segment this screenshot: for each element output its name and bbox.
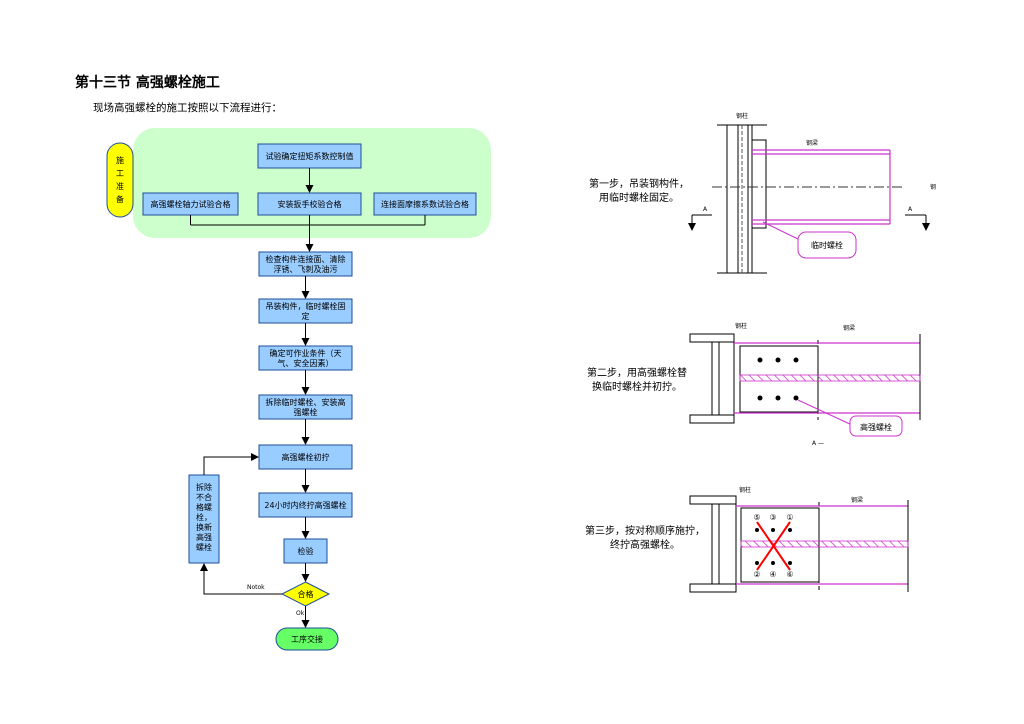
decision-text: 合格 [298, 589, 314, 599]
page-title: 第十三节 高强螺栓施工 [75, 75, 220, 91]
rework-l6: 高强 [196, 532, 212, 542]
box-friction-test-text: 连接面摩擦系数试验合格 [381, 199, 469, 209]
box-final-tighten [258, 492, 353, 518]
step3-drawing: 第三步，按对称顺序施拧， 终拧高强螺栓。 钢柱 钢梁 ⑤ ③ ① ② ④ ⑥ [585, 486, 909, 593]
box-replace-l1: 拆除临时螺栓、安装高 [266, 397, 346, 407]
box-check-surface [258, 251, 353, 277]
step1-drawing: 第一步，吊装钢构件， 用临时螺栓固定。 钢柱 钢梁 钢 A A 临时螺栓 [589, 112, 936, 274]
box-hoist [258, 298, 353, 324]
step1-callout-text: 临时螺栓 [811, 240, 843, 250]
rework-l2: 不合 [196, 492, 212, 502]
box-handover [275, 627, 339, 651]
step1-section-right: A [908, 206, 913, 213]
step3-beam-label: 钢梁 [851, 496, 863, 504]
rework-l1: 拆除 [196, 482, 212, 492]
box-inspect [283, 538, 328, 564]
step2-text-l2: 换临时螺栓并初拧。 [592, 380, 682, 393]
step1-section-left: A [703, 206, 708, 213]
step3-order-top-3: ① [786, 513, 793, 522]
rework-l4: 栓， [196, 512, 212, 522]
prep-char-2: 工 [116, 169, 124, 178]
box-conditions-l2: 气、安全因素） [278, 358, 334, 368]
box-torque-control [257, 143, 362, 169]
step3-text-l2: 终拧高强螺栓。 [610, 538, 680, 551]
step1-text-l2: 用临时螺栓固定。 [599, 191, 679, 204]
step3-order-bottom-1: ② [753, 570, 760, 579]
prep-char-1: 施 [116, 155, 124, 165]
step3-order-top-1: ⑤ [753, 513, 760, 522]
step2-drawing: 第二步，用高强螺栓替 换临时螺栓并初拧。 钢柱 钢梁 高强螺栓 A — [587, 322, 921, 447]
box-replace-l2: 强螺栓 [294, 407, 318, 417]
step3-column-label: 钢柱 [739, 486, 751, 494]
rework-l5: 换新 [196, 522, 212, 532]
step3-text-l1: 第三步，按对称顺序施拧， [585, 524, 705, 537]
box-final-tighten-text: 24小时内终拧高强螺栓 [264, 500, 346, 510]
ok-label: Ok [296, 610, 305, 617]
box-handover-text: 工序交接 [291, 634, 323, 644]
step1-text-l1: 第一步，吊装钢构件， [589, 177, 689, 190]
step2-column-label: 钢柱 [735, 322, 747, 330]
not-ok-label: Notok [247, 584, 265, 591]
step2-text-l1: 第二步，用高强螺栓替 [587, 366, 687, 379]
step1-axis-label: 钢 [930, 183, 936, 191]
step1-column-label: 钢柱 [736, 112, 748, 120]
box-hoist-l1: 吊装构件，临时螺栓固 [266, 301, 346, 311]
prep-tab [106, 142, 134, 218]
step2-section-label: A — [812, 440, 824, 447]
step2-callout-box [849, 415, 903, 437]
step3-order-top-2: ③ [769, 513, 776, 522]
intro-text: 现场高强螺栓的施工按照以下流程进行： [93, 102, 282, 114]
box-wrench-calib-text: 安装扳手校验合格 [278, 199, 342, 209]
box-check-surface-l1: 检查构件连接面、清除 [266, 254, 346, 264]
box-inspect-text: 检验 [298, 546, 314, 556]
box-hoist-l2: 定 [302, 311, 310, 321]
rework-l3: 格螺 [196, 502, 212, 512]
step3-order-bottom-2: ④ [769, 570, 776, 579]
box-conditions-l1: 确定可作业条件（天 [270, 348, 342, 358]
box-conditions [258, 345, 353, 371]
prep-char-4: 备 [116, 194, 124, 204]
step3-order-bottom-3: ⑥ [786, 570, 793, 579]
rework-l7: 螺栓 [196, 542, 212, 552]
box-axial-test-text: 高强螺栓轴力试验合格 [151, 199, 231, 209]
prep-char-3: 准 [116, 181, 124, 191]
box-initial-tighten [258, 444, 353, 470]
step1-beam-label: 钢梁 [806, 139, 818, 147]
box-initial-tighten-text: 高强螺栓初拧 [282, 452, 330, 462]
step2-callout-text: 高强螺栓 [860, 422, 892, 432]
step2-beam-label: 钢梁 [843, 324, 855, 332]
box-torque-control-text: 试验确定扭矩系数控制值 [266, 151, 354, 161]
step1-callout-box [797, 231, 857, 259]
box-check-surface-l2: 浮锈、飞刺及油污 [274, 264, 338, 274]
